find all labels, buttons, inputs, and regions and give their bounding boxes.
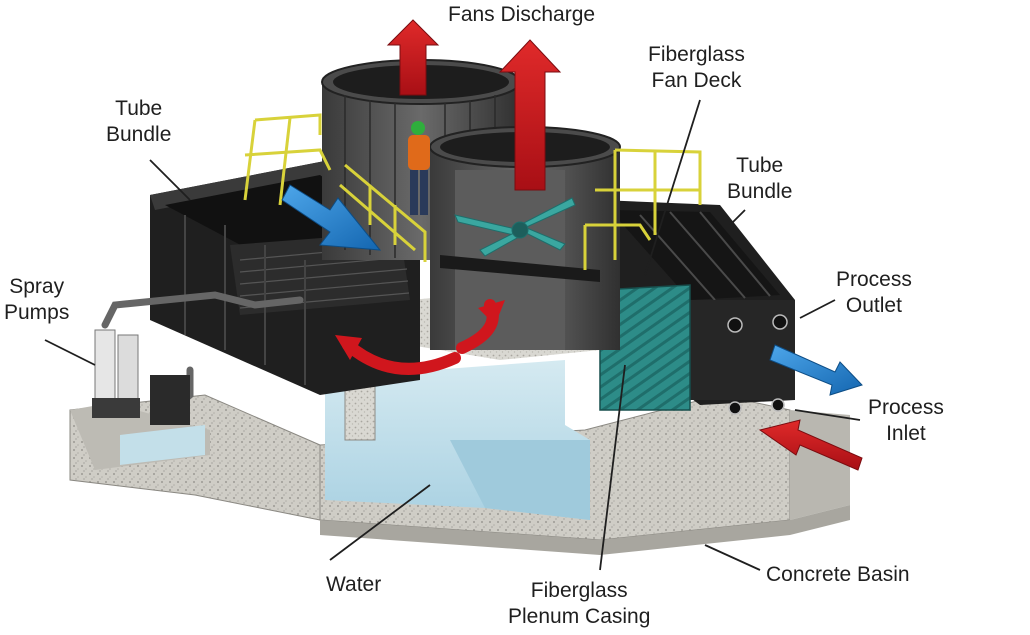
recirc-arrowhead-left bbox=[335, 335, 362, 360]
label-water: Water bbox=[326, 573, 382, 596]
label-tube-bundle-left-line2: Bundle bbox=[106, 123, 172, 146]
label-plenum-line2: Plenum Casing bbox=[508, 605, 651, 628]
safety-railings bbox=[243, 113, 702, 270]
water-basin bbox=[120, 360, 590, 520]
label-fan-deck-line2: Fan Deck bbox=[651, 69, 742, 92]
label-tube-bundle-right-line2: Bundle bbox=[727, 180, 793, 203]
label-fans-discharge: Fans Discharge bbox=[448, 3, 596, 26]
label-spray-pumps: Spray Pumps bbox=[4, 274, 69, 326]
leader-lines bbox=[44, 99, 861, 571]
fan-blades bbox=[454, 197, 576, 257]
label-process-outlet-line2: Outlet bbox=[845, 294, 902, 317]
label-process-inlet-line2: Inlet bbox=[886, 422, 926, 445]
label-tube-bundle-left-line1: Tube bbox=[115, 97, 163, 120]
label-concrete-basin: Concrete Basin bbox=[766, 563, 910, 586]
air-intake-arrow bbox=[281, 184, 382, 251]
label-fiberglass-fan-deck: Fiberglass Fan Deck bbox=[648, 42, 745, 94]
label-process-outlet: Process Outlet bbox=[836, 267, 912, 319]
label-process-inlet-line1: Process bbox=[868, 396, 944, 419]
label-spray-pumps-line1: Spray bbox=[9, 275, 65, 298]
recirc-arrowhead-right bbox=[478, 300, 505, 325]
label-spray-pumps-line2: Pumps bbox=[4, 301, 70, 324]
process-inlet-arrow bbox=[758, 419, 863, 471]
worker-figure bbox=[408, 121, 430, 215]
process-nozzles bbox=[727, 314, 788, 415]
label-plenum-line1: Fiberglass bbox=[530, 579, 628, 602]
fans-discharge-arrows bbox=[386, 19, 562, 191]
label-fiberglass-plenum-casing: Fiberglass Plenum Casing bbox=[508, 578, 650, 630]
label-tube-bundle-left: Tube Bundle bbox=[106, 96, 171, 148]
process-outlet-arrow bbox=[769, 344, 863, 396]
label-tube-bundle-right-line1: Tube bbox=[736, 154, 784, 177]
fan-support-beam bbox=[440, 255, 600, 282]
label-tube-bundle-right: Tube Bundle bbox=[727, 153, 792, 205]
label-fan-deck-line1: Fiberglass bbox=[648, 43, 745, 66]
spray-pumps bbox=[92, 329, 190, 425]
label-process-inlet: Process Inlet bbox=[868, 395, 944, 447]
label-process-outlet-line1: Process bbox=[836, 268, 912, 291]
